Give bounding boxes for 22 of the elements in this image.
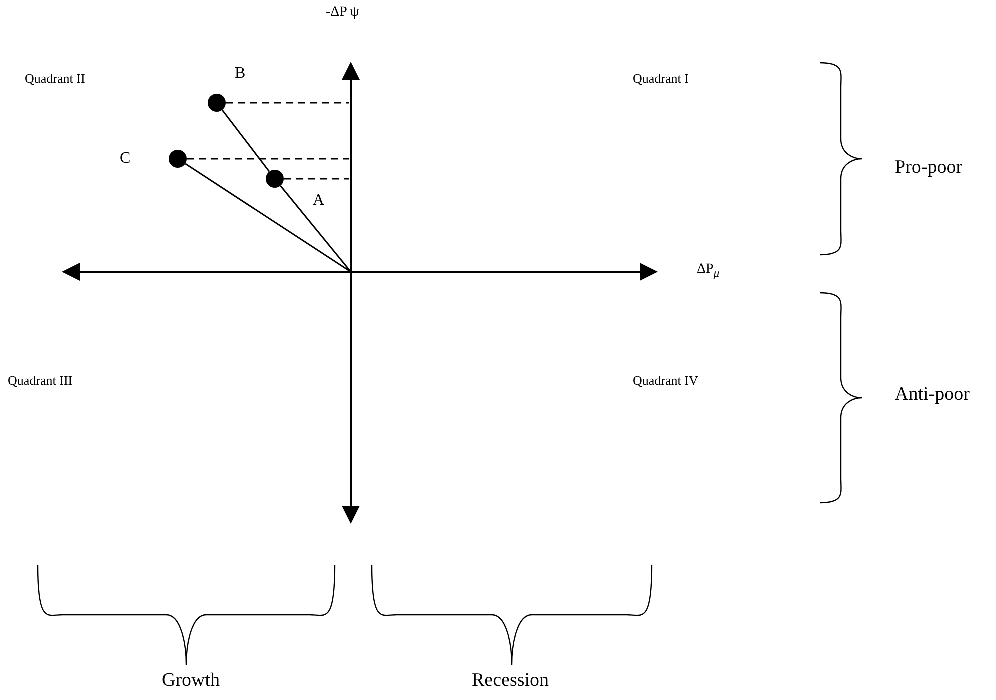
bracket-label: Pro-poor xyxy=(895,157,963,179)
dashed-line xyxy=(187,158,349,160)
bracket-label: Anti-poor xyxy=(895,384,970,406)
point-label: B xyxy=(235,65,246,83)
data-point xyxy=(266,170,284,188)
quadrant-label: Quadrant II xyxy=(25,71,86,87)
bracket-label: Recession xyxy=(472,670,550,692)
quadrant-label: Quadrant IV xyxy=(633,373,698,389)
line xyxy=(280,186,352,272)
axis-label: ΔP$_{μ}$ xyxy=(697,262,720,280)
quadrant-label: Quadrant I xyxy=(633,71,689,87)
quadrant-label: Quadrant III xyxy=(8,373,73,389)
dashed-line xyxy=(226,102,349,104)
bracket-label: Growth xyxy=(162,670,220,692)
point-label: C xyxy=(120,150,131,168)
line xyxy=(185,163,352,273)
point-label: A xyxy=(313,192,325,210)
data-point xyxy=(169,150,187,168)
dashed-line xyxy=(284,178,349,180)
line xyxy=(222,110,270,172)
data-point xyxy=(208,94,226,112)
axis-label: -ΔP ψ xyxy=(326,5,360,21)
